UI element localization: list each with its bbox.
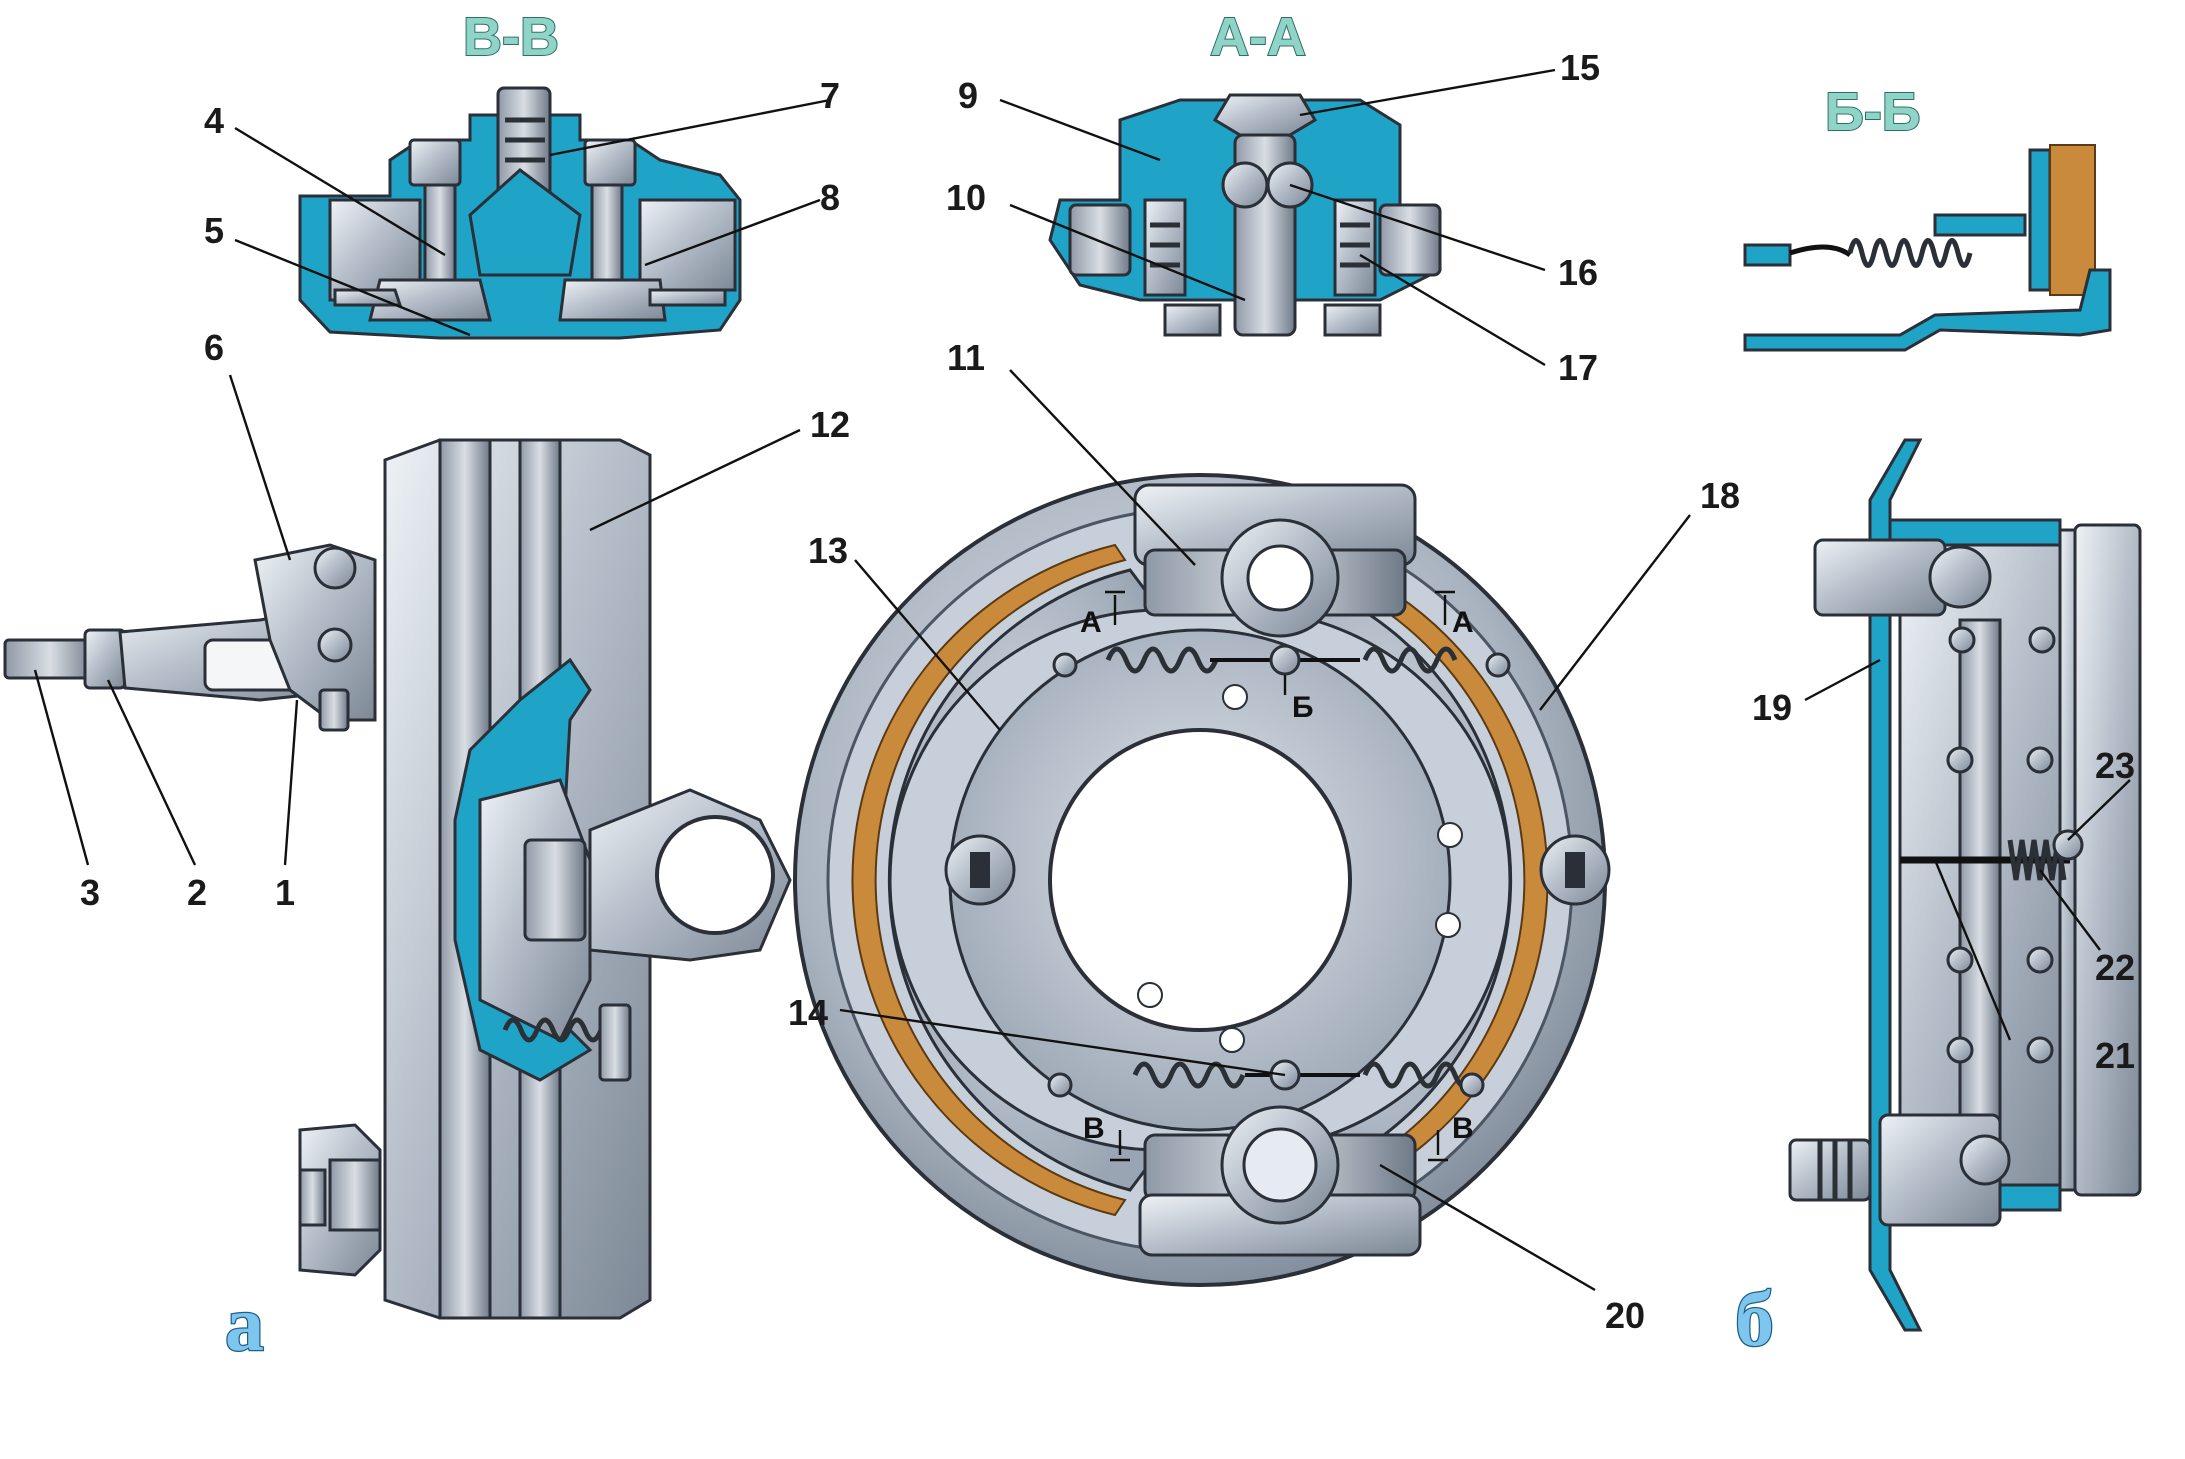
callout-13: 13 <box>808 530 848 571</box>
panel-label-a: а <box>225 1280 264 1367</box>
section-title-vv: В-В <box>463 7 559 67</box>
section-titles: В-В А-А Б-Б <box>462 6 1922 143</box>
callout-3: 3 <box>80 872 100 913</box>
callout-5: 5 <box>204 210 224 251</box>
callout-2: 2 <box>187 872 207 913</box>
leader-lines <box>33 68 2131 1292</box>
section-vv <box>298 86 742 340</box>
callout-numbers: 1 2 3 4 5 6 7 8 9 10 11 12 13 14 15 16 1… <box>80 47 2135 1336</box>
callout-10: 10 <box>946 177 986 218</box>
callout-15: 15 <box>1560 47 1600 88</box>
callout-23: 23 <box>2095 745 2135 786</box>
callout-1: 1 <box>275 872 295 913</box>
view-a <box>3 438 792 1320</box>
cut-mark-v-right: В <box>1452 1112 1474 1145</box>
callout-14: 14 <box>788 992 828 1033</box>
callout-9: 9 <box>958 75 978 116</box>
callout-21: 21 <box>2095 1035 2135 1076</box>
callout-11: 11 <box>947 337 985 378</box>
section-title-bb: Б-Б <box>1825 82 1921 142</box>
callout-4: 4 <box>204 100 224 141</box>
section-title-aa: А-А <box>1210 7 1306 67</box>
section-aa <box>1048 93 1442 337</box>
callout-6: 6 <box>204 327 224 368</box>
callout-8: 8 <box>820 177 840 218</box>
callout-20: 20 <box>1605 1295 1645 1336</box>
panel-label-b: б <box>1735 1275 1774 1362</box>
callout-7: 7 <box>820 75 840 116</box>
view-center <box>793 473 1611 1287</box>
panel-labels: а б <box>224 1274 1776 1369</box>
cut-marks: А А Б В В <box>1080 606 1474 1145</box>
callout-18: 18 <box>1700 475 1740 516</box>
cut-mark-b-mid: Б <box>1292 691 1314 724</box>
callout-19: 19 <box>1752 687 1792 728</box>
callout-22: 22 <box>2095 947 2135 988</box>
section-bb <box>1743 144 2112 352</box>
cut-mark-v-left: В <box>1083 1112 1105 1145</box>
callout-16: 16 <box>1558 252 1598 293</box>
callout-12: 12 <box>810 404 850 445</box>
view-b <box>1788 438 2142 1332</box>
cut-mark-a-left: А <box>1080 606 1102 639</box>
cut-mark-a-right: А <box>1452 606 1474 639</box>
callout-17: 17 <box>1558 347 1598 388</box>
